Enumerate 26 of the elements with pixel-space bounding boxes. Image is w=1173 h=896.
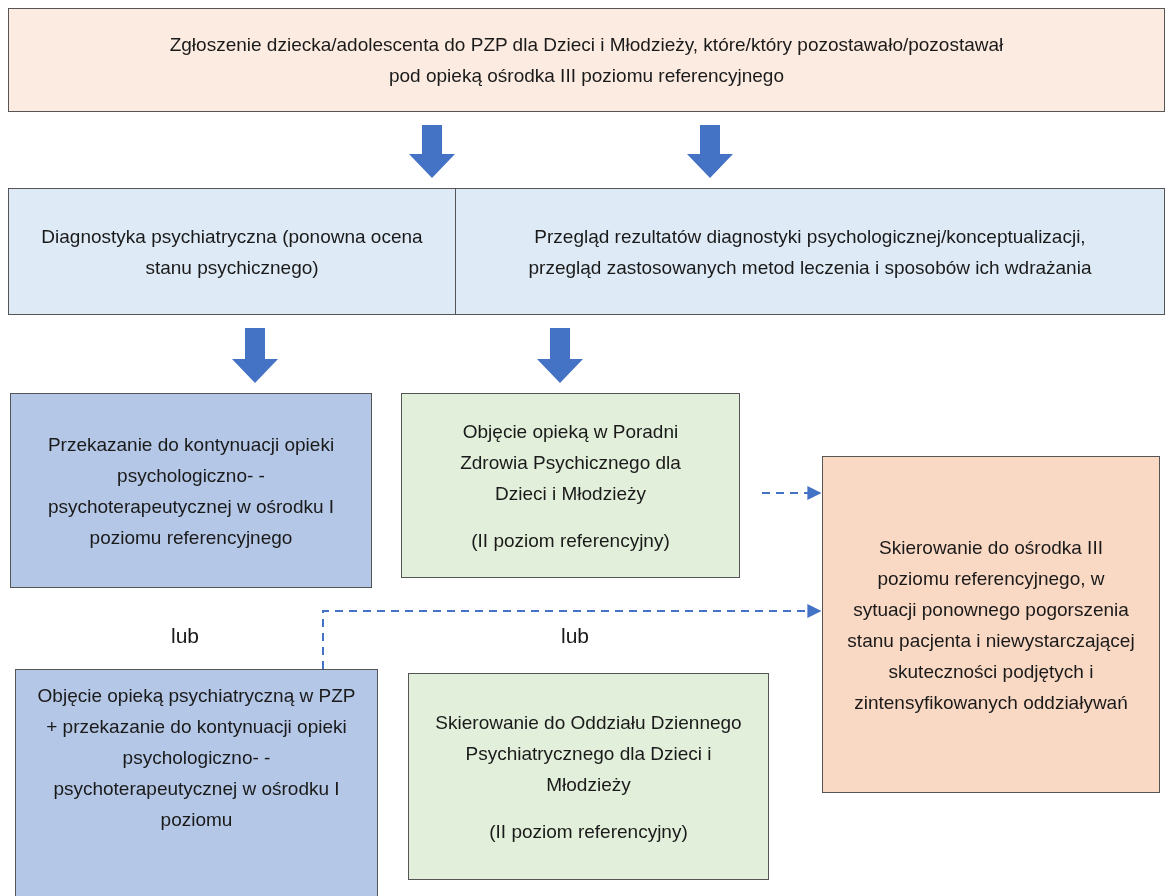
process-box — [401, 393, 740, 578]
process-box — [8, 8, 1165, 112]
process-box — [10, 393, 372, 588]
box-text: Przekazanie do kontynuacji opieki psychologiczno- -psychoterapeutycznej w ośrodku I poziomu referencyjnego — [46, 432, 336, 550]
process-box — [408, 673, 769, 880]
process-box — [8, 188, 456, 315]
connector-label: lub — [170, 623, 200, 649]
dashed-arrow — [761, 486, 822, 500]
box-text: Zgłoszenie dziecka/adolescenta do PZP dla Dzieci i Młodzieży, które/który pozostawało/pozostawał pod opieką ośrodka III poziomu referencyjnego — [169, 33, 1004, 88]
block-arrow — [409, 125, 455, 178]
block-arrow — [687, 125, 733, 178]
box-text: Objęcie opieką psychiatryczną w PZP + przekazanie do kontynuacji opieki psychologiczno- -psychoterapeutycznej w ośrodku I poziomu — [36, 684, 357, 832]
process-box — [15, 669, 378, 896]
dashed-arrow — [322, 604, 822, 670]
block-arrow — [232, 328, 278, 383]
box-text: Objęcie opieką w Poradni Zdrowia Psychicznego dla Dzieci i Młodzieży — [459, 419, 682, 506]
block-arrow — [537, 328, 583, 383]
process-box — [455, 188, 1165, 315]
connector-label: lub — [560, 623, 590, 649]
box-text: (II poziom referencyjny) — [489, 819, 688, 844]
box-text: Przegląd rezultatów diagnostyki psychologicznej/konceptualizacji, przegląd zastosowanych metod leczenia i sposobów ich wdrażania — [527, 224, 1093, 280]
box-text: Skierowanie do Oddziału Dziennego Psychiatrycznego dla Dzieci i Młodzieży — [434, 710, 743, 797]
box-text: Skierowanie do ośrodka III poziomu referencyjnego, w sytuacji ponownego pogorszenia stanu pacjenta i niewystarczającej skuteczności podjętych i zintensyfikowanych oddziaływań — [847, 535, 1135, 715]
box-text: (II poziom referencyjny) — [471, 528, 670, 553]
box-text: Diagnostyka psychiatryczna (ponowna ocena stanu psychicznego) — [40, 224, 424, 280]
process-box — [822, 456, 1160, 793]
